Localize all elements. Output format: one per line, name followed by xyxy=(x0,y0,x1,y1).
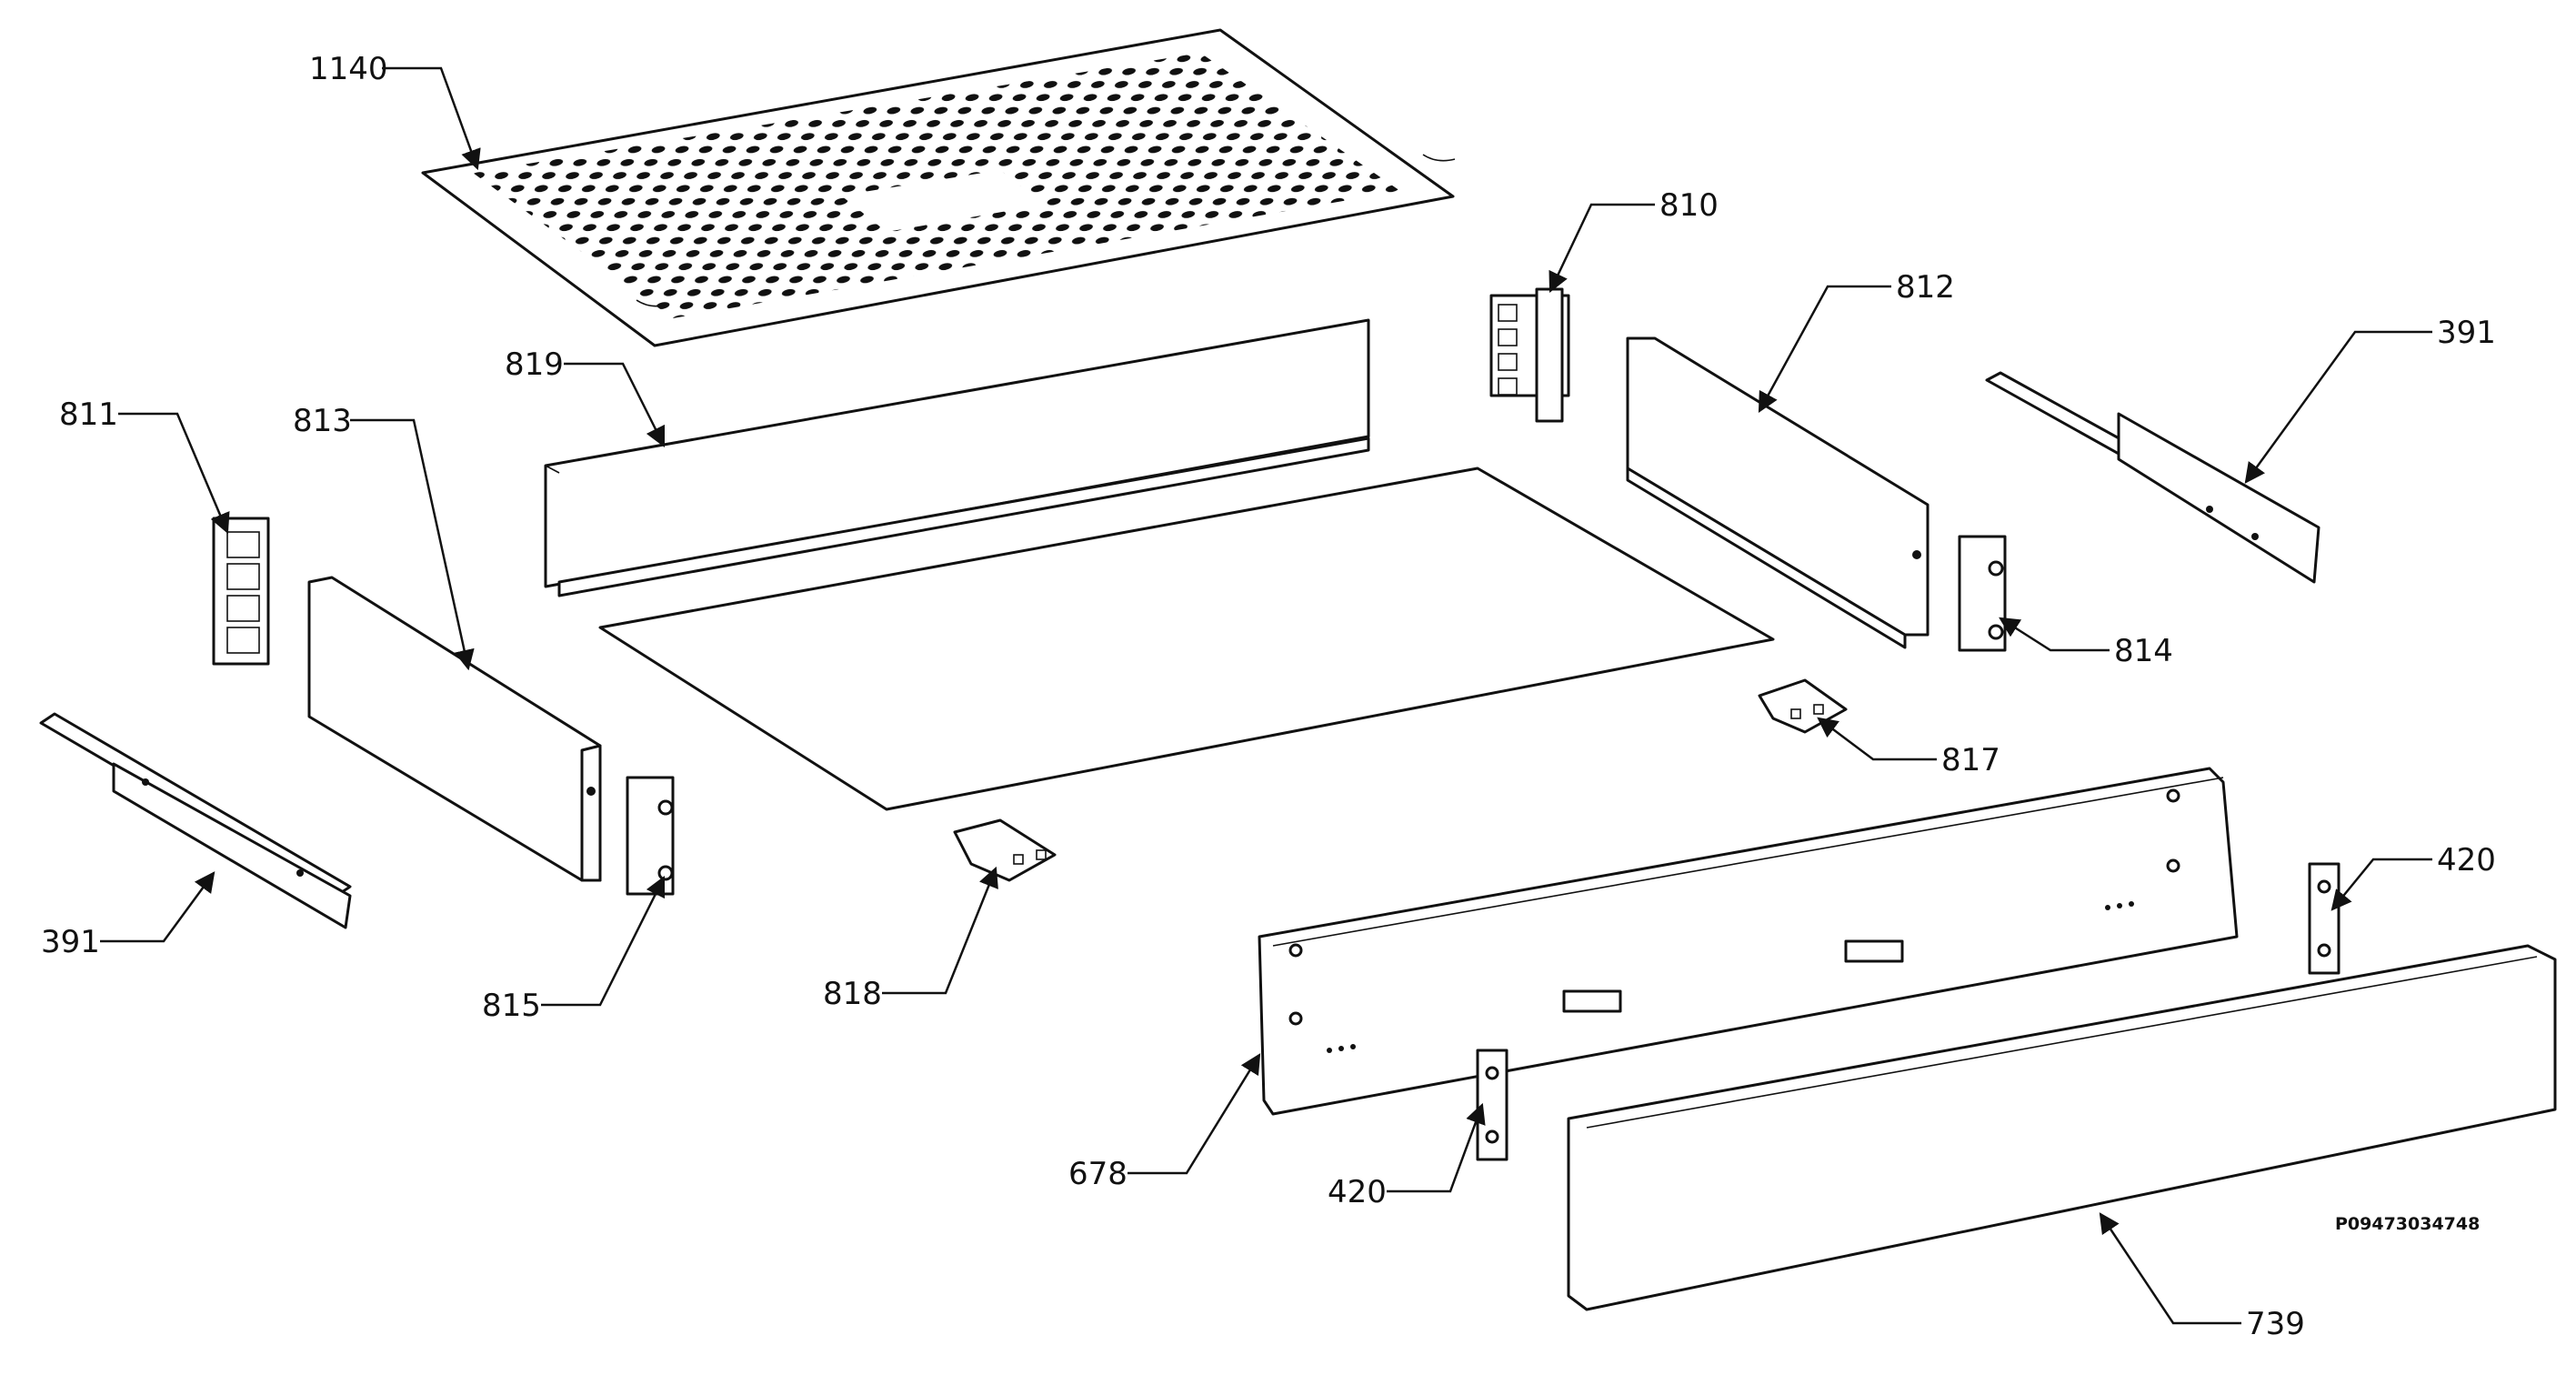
callout-814: 814 xyxy=(2114,633,2173,669)
callout-813: 813 xyxy=(293,403,352,439)
callout-391-right: 391 xyxy=(2437,315,2496,351)
part-base-board xyxy=(598,467,1775,811)
callout-391-left: 391 xyxy=(41,924,100,960)
part-812-right-side-panel xyxy=(1626,336,1929,649)
part-818-clip xyxy=(953,818,1057,882)
part-391-right-rail xyxy=(1985,371,2320,584)
callout-739: 739 xyxy=(2246,1306,2305,1342)
callout-labels: 1140 810 812 391 819 811 813 814 817 391… xyxy=(41,51,2496,1342)
callout-818: 818 xyxy=(823,976,882,1012)
part-815-bracket xyxy=(626,776,675,896)
part-420-plate-right xyxy=(2308,862,2340,975)
callout-812: 812 xyxy=(1896,269,1955,306)
part-678-front-inner-panel xyxy=(1258,767,2239,1116)
part-391-left-rail xyxy=(39,712,352,929)
drawing-reference-code: P09473034748 xyxy=(2335,1214,2480,1234)
callout-817: 817 xyxy=(1941,742,2000,778)
part-817-clip xyxy=(1758,678,1848,734)
callout-810: 810 xyxy=(1659,187,1719,224)
part-810-bracket xyxy=(1489,287,1570,423)
callout-1140: 1140 xyxy=(309,51,388,87)
callout-420-left: 420 xyxy=(1328,1174,1387,1210)
callout-420-right: 420 xyxy=(2437,842,2496,878)
part-811-bracket xyxy=(212,517,270,666)
callout-819: 819 xyxy=(505,346,564,383)
part-814-bracket xyxy=(1958,535,2007,652)
part-739-front-fascia xyxy=(1567,944,2557,1311)
part-1140-perforated-plate xyxy=(421,28,1456,347)
callout-leaders xyxy=(100,66,2432,1325)
callout-811: 811 xyxy=(59,396,118,433)
part-819-back-panel xyxy=(544,318,1370,597)
callout-678: 678 xyxy=(1068,1156,1128,1192)
part-813-left-side-panel xyxy=(307,576,602,882)
callout-815: 815 xyxy=(482,988,541,1024)
